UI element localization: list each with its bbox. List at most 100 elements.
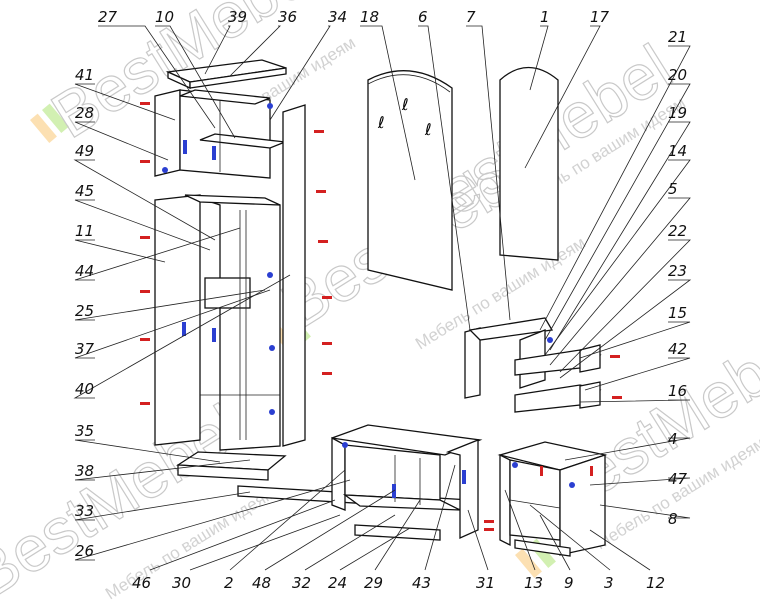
leader-line	[539, 45, 691, 331]
fastener-red	[140, 102, 150, 105]
part-base-plinth	[354, 524, 441, 541]
leader-line	[74, 289, 266, 321]
callout-48: 48	[252, 574, 271, 592]
door-handle-glyph: ℓ	[401, 95, 409, 114]
fastener-blue	[547, 337, 553, 343]
leader-line	[304, 514, 396, 571]
callout-38: 38	[75, 462, 94, 480]
leader-line	[74, 439, 221, 463]
callout-7: 7	[466, 8, 476, 26]
leader-line	[579, 321, 691, 359]
callout-12: 12	[646, 574, 665, 592]
leader-line	[544, 83, 691, 341]
callout-22: 22	[668, 222, 687, 240]
part-corner-plinth	[514, 539, 571, 557]
callout-4: 4	[668, 430, 678, 448]
callout-18: 18	[360, 8, 379, 26]
callout-47: 47	[668, 470, 688, 488]
leader-line	[549, 121, 691, 351]
callout-14: 14	[668, 142, 687, 160]
fastener-red	[140, 236, 150, 239]
callout-49: 49	[75, 142, 94, 160]
fastener-red	[484, 520, 494, 523]
callout-30: 30	[172, 574, 191, 592]
fastener-blue	[267, 103, 273, 109]
callout-46: 46	[132, 574, 151, 592]
leader-line	[189, 514, 341, 571]
callout-16: 16	[668, 382, 687, 400]
callout-35: 35	[75, 422, 94, 440]
watermark-stripe	[515, 548, 542, 578]
callout-13: 13	[524, 574, 543, 592]
leader-line	[98, 25, 216, 129]
leader-line	[564, 437, 691, 461]
leader-line	[74, 83, 176, 121]
callout-8: 8	[668, 510, 678, 528]
fastener-blue	[269, 345, 275, 351]
leader-line	[524, 25, 601, 169]
fastener-blue	[183, 140, 187, 154]
part-upper-module-side	[154, 89, 181, 177]
part-middle-shelf	[184, 194, 281, 206]
callout-9: 9	[564, 574, 574, 592]
leader-line	[529, 504, 611, 571]
fastener-blue	[269, 409, 275, 415]
part-base-side	[331, 436, 346, 511]
callout-25: 25	[75, 302, 94, 320]
part-corner-left	[499, 453, 511, 547]
callout-36: 36	[278, 8, 297, 26]
fastener-red	[140, 290, 150, 293]
leader-line	[74, 227, 241, 281]
fastener-blue	[162, 167, 168, 173]
leader-line	[360, 25, 416, 181]
fastener-red	[540, 466, 543, 476]
callout-20: 20	[668, 66, 687, 84]
part-inner-box	[204, 277, 251, 309]
leader-line	[339, 527, 411, 571]
leader-line	[229, 25, 281, 77]
leader-line	[74, 199, 211, 251]
leader-lines	[73, 25, 692, 571]
leader-line	[229, 469, 346, 571]
callout-21: 21	[668, 28, 687, 46]
watermark-brand: BestMebel	[0, 391, 254, 600]
leader-line	[74, 491, 251, 521]
part-small-cabinet-top	[468, 317, 554, 341]
fastener-red	[590, 466, 593, 476]
callout-33: 33	[75, 502, 94, 520]
callout-1: 1	[540, 8, 550, 26]
callout-19: 19	[668, 104, 687, 122]
leader-line	[559, 279, 692, 379]
fastener-red	[484, 528, 494, 531]
callout-43: 43	[412, 574, 431, 592]
furniture-parts: ℓ ℓ ℓ	[154, 59, 608, 557]
leader-line	[539, 514, 571, 571]
watermark-stripe	[30, 113, 57, 143]
callout-2: 2	[224, 574, 234, 592]
fastener-red	[322, 372, 332, 375]
part-corner-shelf	[509, 499, 561, 509]
callout-10: 10	[155, 8, 174, 26]
part-mirror-17	[499, 67, 559, 261]
callout-39: 39	[228, 8, 247, 26]
leader-line	[589, 477, 691, 486]
fastener-red	[314, 130, 324, 133]
leader-line	[549, 197, 691, 366]
leader-line	[155, 25, 236, 139]
fastener-red	[316, 190, 326, 193]
leader-line	[544, 159, 691, 356]
leader-line	[466, 25, 511, 321]
leader-line	[504, 489, 536, 571]
door-handle-glyph: ℓ	[377, 113, 385, 132]
part-plinth-front	[177, 464, 269, 481]
leader-line	[264, 489, 396, 571]
callout-23: 23	[668, 262, 687, 280]
leader-line	[74, 289, 271, 359]
fastener-red	[322, 296, 332, 299]
callout-24: 24	[328, 574, 347, 592]
part-left-panel	[154, 194, 201, 446]
leader-line	[74, 121, 169, 161]
callout-15: 15	[668, 304, 687, 322]
part-base-right-side	[445, 439, 479, 540]
